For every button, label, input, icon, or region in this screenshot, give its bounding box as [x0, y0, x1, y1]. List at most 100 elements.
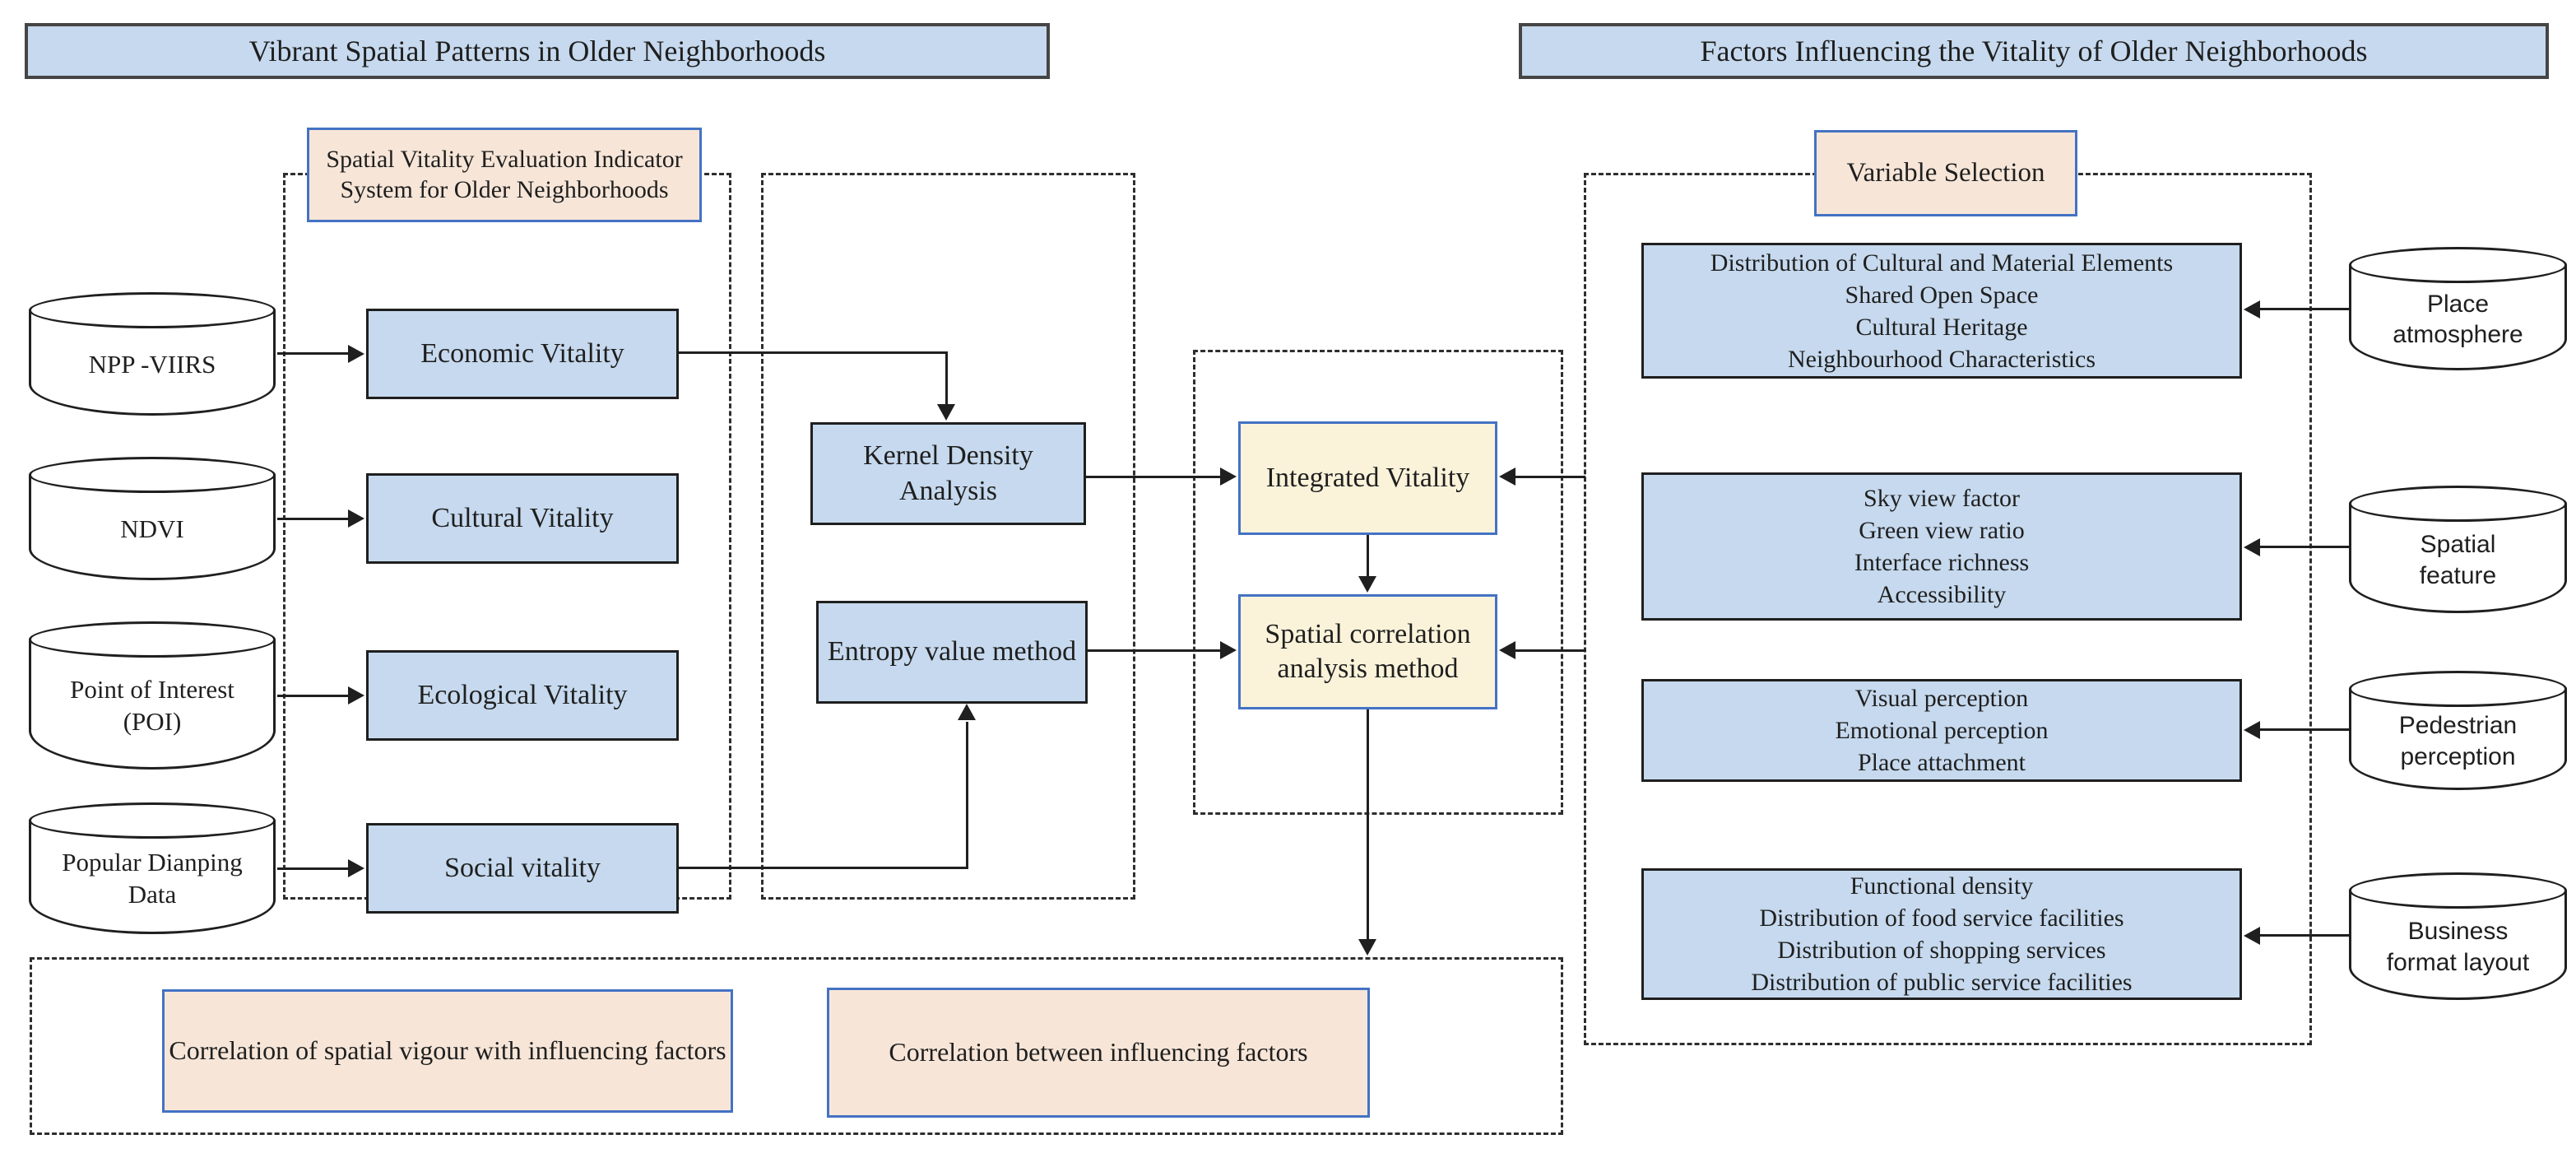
arrowhead-spatial-to-outputs: [1358, 939, 1376, 956]
cylinder-label: NDVI: [120, 514, 184, 543]
box-social-vitality: Social vitality: [366, 823, 679, 914]
arrowhead-poi-to-ecological: [348, 686, 364, 705]
line-factors-to-integrated: [1515, 476, 1585, 478]
factor-line: Distribution of shopping services: [1777, 937, 2106, 964]
cylinder-label: Point of Interest (POI): [70, 675, 234, 736]
header-vibrant-spatial-patterns: Vibrant Spatial Patterns in Older Neighb…: [25, 23, 1050, 79]
cylinder-poi: Point of Interest (POI): [29, 621, 276, 770]
cylinder-label: Popular Dianping Data: [62, 848, 243, 909]
arrowhead-entropy-to-spatial: [1220, 641, 1237, 659]
arrowhead-spatialfeature-to-factors: [2244, 538, 2260, 556]
cylinder-label: NPP -VIIRS: [88, 349, 216, 379]
cylinder-place-atmosphere: Place atmosphere: [2349, 247, 2567, 370]
cylinder-top-ellipse: [29, 621, 276, 658]
line-place-to-factors: [2260, 308, 2351, 310]
box-factors-business-format: Functional density Distribution of food …: [1641, 868, 2242, 1000]
factor-line: Distribution of food service facilities: [1759, 905, 2124, 932]
line-economic-right: [679, 351, 948, 354]
line-dianping-to-social: [277, 867, 348, 870]
line-poi-to-ecological: [277, 695, 348, 697]
line-business-to-factors: [2260, 934, 2351, 937]
cylinder-label: Place atmosphere: [2393, 290, 2523, 349]
indicator-system-title-box: Spatial Vitality Evaluation Indicator Sy…: [307, 128, 702, 222]
cylinder-business-format: Business format layout: [2349, 872, 2567, 1000]
header-factors-influencing: Factors Influencing the Vitality of Olde…: [1519, 23, 2549, 79]
cylinder-top-ellipse: [2349, 247, 2567, 283]
box-factors-pedestrian-perception: Visual perception Emotional perception P…: [1641, 679, 2242, 782]
box-correlation-between-factors: Correlation between influencing factors: [827, 988, 1370, 1118]
line-npp-to-economic: [277, 352, 348, 355]
box-spatial-correlation-method: Spatial correlation analysis method: [1238, 594, 1497, 709]
line-ndvi-to-cultural: [277, 518, 348, 520]
factor-line: Functional density: [1850, 872, 2034, 900]
cylinder-top-ellipse: [29, 292, 276, 328]
box-economic-vitality: Economic Vitality: [366, 309, 679, 399]
factor-line: Sky view factor: [1864, 485, 2020, 512]
box-ecological-vitality: Ecological Vitality: [366, 650, 679, 741]
line-entropy-to-spatial: [1088, 649, 1222, 652]
cylinder-shape: [2349, 689, 2567, 790]
arrowhead-factors-to-integrated: [1499, 467, 1515, 486]
line-kernel-to-integrated: [1086, 476, 1222, 478]
factor-line: Shared Open Space: [1845, 281, 2039, 309]
arrowhead-dianping-to-social: [348, 859, 364, 877]
factor-line: Emotional perception: [1835, 717, 2049, 744]
line-integrated-to-spatial: [1367, 535, 1369, 578]
cylinder-spatial-feature: Spatial feature: [2349, 486, 2567, 613]
cylinder-top-ellipse: [2349, 671, 2567, 707]
cylinder-label: Business format layout: [2386, 918, 2530, 976]
cylinder-top-ellipse: [29, 802, 276, 839]
box-entropy-value-method: Entropy value method: [816, 601, 1088, 704]
arrowhead-integrated-to-spatial: [1358, 576, 1376, 593]
box-factors-spatial-feature: Sky view factor Green view ratio Interfa…: [1641, 472, 2242, 621]
cylinder-top-ellipse: [2349, 872, 2567, 909]
line-pedestrian-to-factors: [2260, 728, 2351, 731]
factor-line: Interface richness: [1854, 549, 2030, 576]
cylinder-top-ellipse: [29, 457, 276, 493]
factor-line: Distribution of Cultural and Material El…: [1710, 249, 2174, 277]
factor-line: Cultural Heritage: [1855, 313, 2028, 341]
box-kernel-density-analysis: Kernel Density Analysis: [810, 422, 1086, 525]
arrowhead-business-to-factors: [2244, 927, 2260, 945]
cylinder-top-ellipse: [2349, 486, 2567, 522]
cylinder-shape: [2349, 504, 2567, 613]
line-spatial-to-outputs: [1367, 709, 1369, 941]
factor-line: Accessibility: [1877, 581, 2007, 608]
cylinder-dianping: Popular Dianping Data: [29, 802, 276, 934]
arrowhead-into-entropy: [958, 704, 976, 720]
box-integrated-vitality: Integrated Vitality: [1238, 421, 1497, 535]
cylinder-shape: [2349, 891, 2567, 1000]
line-economic-down: [945, 351, 948, 404]
cylinder-label: Pedestrian perception: [2398, 712, 2518, 770]
line-social-up: [966, 722, 968, 869]
cylinder-label: Spatial feature: [2419, 531, 2497, 589]
arrowhead-place-to-factors: [2244, 300, 2260, 319]
dashed-container-outputs: [30, 957, 1563, 1135]
cylinder-shape: [2349, 265, 2567, 370]
cylinder-shape: [29, 821, 276, 934]
factor-line: Visual perception: [1854, 685, 2029, 712]
arrowhead-pedestrian-to-factors: [2244, 721, 2260, 739]
box-cultural-vitality: Cultural Vitality: [366, 473, 679, 564]
factor-line: Distribution of public service facilitie…: [1751, 969, 2133, 996]
factor-line: Neighbourhood Characteristics: [1787, 345, 2096, 373]
dashed-container-methods: [761, 173, 1135, 900]
arrowhead-factors-to-spatial: [1499, 641, 1515, 659]
arrowhead-ndvi-to-cultural: [348, 509, 364, 528]
box-factors-place-atmosphere: Distribution of Cultural and Material El…: [1641, 243, 2242, 379]
arrowhead-into-kernel: [937, 404, 955, 421]
cylinder-pedestrian-perception: Pedestrian perception: [2349, 671, 2567, 790]
line-spatialfeature-to-factors: [2260, 546, 2351, 548]
arrowhead-kernel-to-integrated: [1220, 467, 1237, 486]
arrowhead-npp-to-economic: [348, 345, 364, 363]
line-social-right: [679, 867, 968, 869]
cylinder-shape: [29, 639, 276, 770]
factor-line: Place attachment: [1857, 749, 2026, 776]
line-factors-to-spatial: [1515, 649, 1585, 652]
cylinder-ndvi: NDVI: [29, 457, 276, 580]
box-correlation-vigour-factors: Correlation of spatial vigour with influ…: [162, 989, 733, 1113]
cylinder-npp-viirs: NPP -VIIRS: [29, 292, 276, 416]
factor-line: Green view ratio: [1859, 517, 2025, 544]
variable-selection-title-box: Variable Selection: [1814, 130, 2077, 216]
